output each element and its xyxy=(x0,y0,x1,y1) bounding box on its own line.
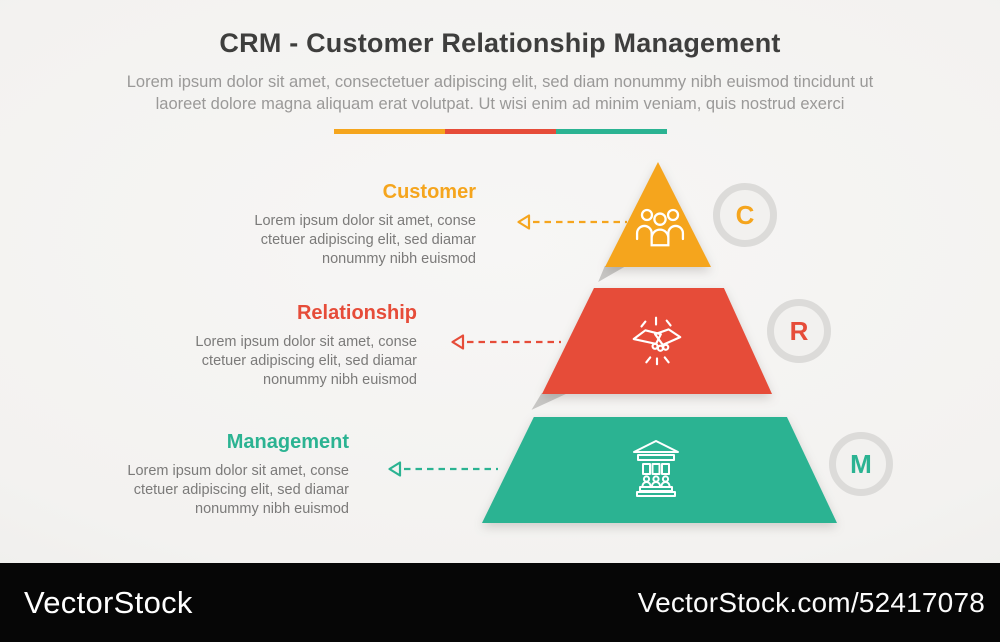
relationship-description: Lorem ipsum dolor sit amet, conse ctetue… xyxy=(195,334,417,388)
subtitle-line: Lorem ipsum dolor sit amet, consectetuer… xyxy=(126,73,874,91)
relationship-letter-badge: R xyxy=(767,299,831,363)
dashed-arrow-left-icon xyxy=(516,213,628,231)
watermark-bar: VectorStock VectorStock.com/52417078 xyxy=(0,563,1000,642)
fold-shadow xyxy=(598,266,626,282)
customer-letter-badge: C xyxy=(713,183,777,247)
management-description: Lorem ipsum dolor sit amet, conse ctetue… xyxy=(127,463,349,517)
handshake-icon xyxy=(626,312,688,368)
customer-text-block: Customer Lorem ipsum dolor sit amet, con… xyxy=(176,181,476,269)
divider-segment-management xyxy=(556,129,667,134)
customer-heading: Customer xyxy=(382,181,476,203)
subtitle-line: laoreet dolore magna aliquam erat volutp… xyxy=(155,95,845,113)
dashed-arrow-left-icon xyxy=(387,460,499,478)
tricolor-divider xyxy=(334,129,667,134)
divider-segment-relationship xyxy=(445,129,556,134)
pyramid-bottom-management xyxy=(482,417,837,523)
fold-shadow xyxy=(531,393,568,410)
relationship-text-block: Relationship Lorem ipsum dolor sit amet,… xyxy=(117,302,417,390)
people-group-icon xyxy=(635,205,685,250)
pyramid-top-customer xyxy=(605,162,711,267)
dashed-arrow-left-icon xyxy=(450,333,562,351)
management-letter-badge: M xyxy=(829,432,893,496)
page-title: CRM - Customer Relationship Management xyxy=(219,28,781,58)
relationship-heading: Relationship xyxy=(296,302,417,324)
customer-description: Lorem ipsum dolor sit amet, conse ctetue… xyxy=(254,213,476,267)
bank-building-icon xyxy=(630,439,682,497)
management-text-block: Management Lorem ipsum dolor sit amet, c… xyxy=(49,431,349,519)
management-heading: Management xyxy=(226,431,349,453)
page-subtitle: Lorem ipsum dolor sit amet, consectetuer… xyxy=(80,71,920,115)
divider-segment-customer xyxy=(334,129,445,134)
pyramid-middle-relationship xyxy=(542,288,772,394)
watermark-credit: VectorStock.com/52417078 xyxy=(637,586,985,618)
watermark-brand: VectorStock xyxy=(24,584,193,620)
